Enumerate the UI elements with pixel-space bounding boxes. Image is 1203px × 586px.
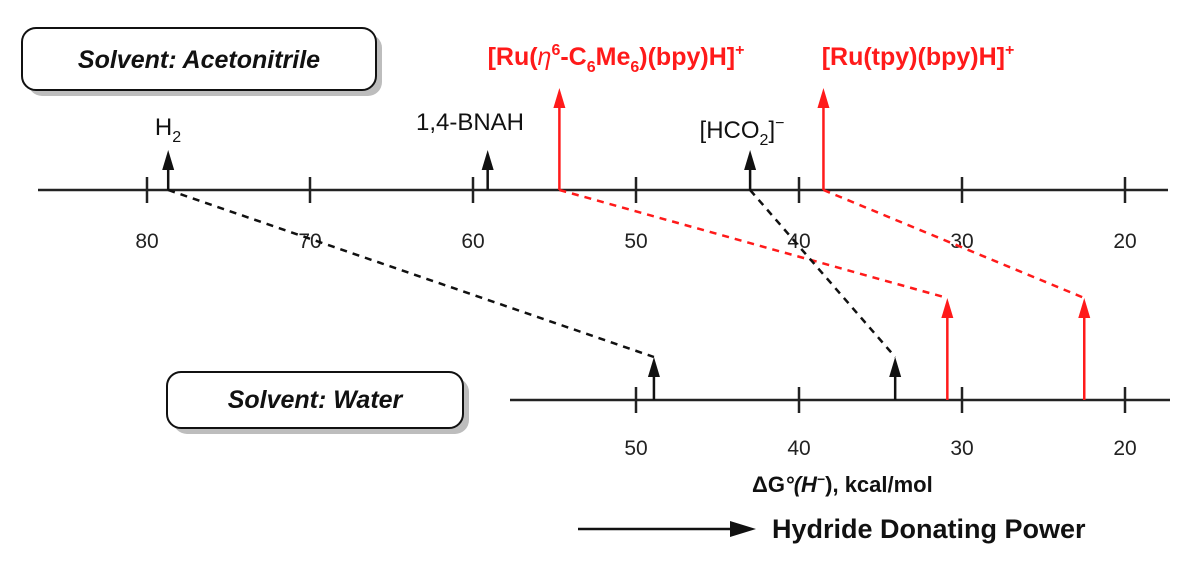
tick-label: 40 [787,230,810,253]
bnah-acetonitrile-marker [481,150,494,190]
hco2-water-marker [889,357,902,400]
axis-title: ΔG°(H−), kcal/mol [752,471,933,497]
label-part: − [775,115,784,132]
tick-label: 60 [461,230,484,253]
label-part: 1,4-BNAH [416,109,524,136]
solvent-label-water: Solvent: Water [228,386,404,414]
arrow-head [744,150,757,170]
h2-solvent-link [167,188,655,359]
ru-tpy-acetonitrile-marker [817,88,830,190]
label-part: 6 [587,59,596,76]
tick-label: 20 [1113,437,1136,460]
label-part: [Ru(tpy)(bpy)H] [822,43,1005,71]
h2-water-marker [647,357,660,400]
arrow-head [817,88,830,108]
tick-label: 80 [135,230,158,253]
tick-label: 50 [624,437,647,460]
label-part: 6 [630,59,639,76]
h2-acetonitrile-marker [162,150,175,190]
label-part: + [1005,42,1014,59]
tick-label: 20 [1113,230,1136,253]
ru-c6me6-solvent-link [559,188,948,300]
arrow-head [889,357,902,377]
h2-label: H2 [155,114,181,146]
label-part: η [538,43,552,71]
direction-arrow [578,521,756,537]
label-part: [HCO [700,117,760,144]
hco2-acetonitrile-marker [744,150,757,190]
label-part: 2 [172,129,181,146]
ru-tpy-water-marker [1078,298,1091,400]
label-part: 6 [551,42,560,59]
solvent-box-water: Solvent: Water [166,371,469,434]
arrow-head [162,150,175,170]
ru-c6me6-water-marker [941,298,954,400]
label-part: Me [596,43,631,71]
label-part: 2 [760,132,769,149]
arrow-head [941,298,954,318]
solvent-box-acetonitrile: Solvent: Acetonitrile [21,27,382,96]
hydride-donating-power-label: Hydride Donating Power [772,514,1086,544]
hco2-solvent-link [749,189,897,358]
tick-label: 50 [624,230,647,253]
arrow-head [481,150,494,170]
ru-tpy-solvent-link [822,188,1085,300]
arrow-head [553,88,566,108]
tick-label: 40 [787,437,810,460]
label-part: [Ru( [488,43,539,71]
label-part: -C [560,43,586,71]
hco2-label: [HCO2]− [700,115,785,149]
solvent-label-acetonitrile: Solvent: Acetonitrile [78,46,320,74]
ru-c6me6-acetonitrile-marker [553,88,566,190]
ru-c6me6-label: [Ru(η6-C6Me6)(bpy)H]+ [488,42,745,76]
arrow-head [647,357,660,377]
arrow-head [1078,298,1091,318]
tick-label: 30 [950,437,973,460]
bnah-label: 1,4-BNAH [416,109,524,136]
ru-tpy-label: [Ru(tpy)(bpy)H]+ [822,42,1015,71]
tick-label: 30 [950,230,973,253]
label-part: )(bpy)H] [639,43,735,71]
label-part: ] [768,117,775,144]
label-part: + [735,42,744,59]
label-part: H [155,114,172,141]
